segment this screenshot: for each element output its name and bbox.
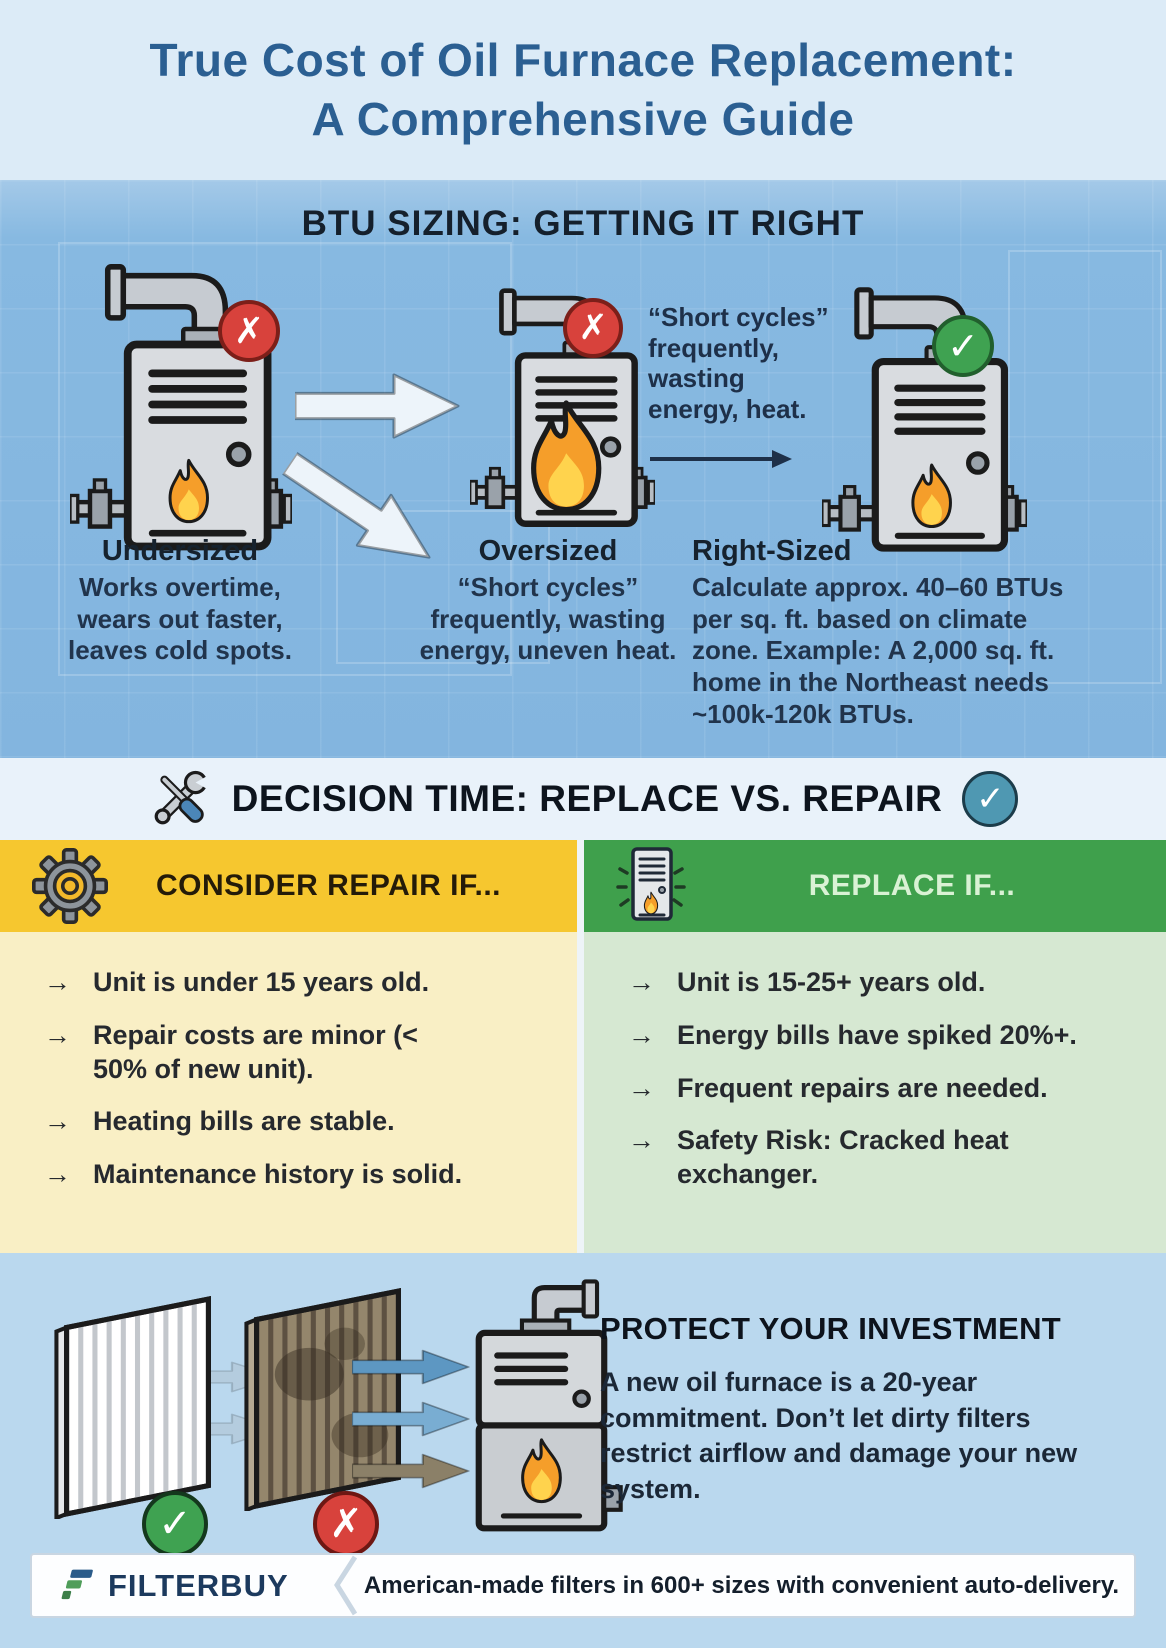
brand-logo: FILTERBUY: [32, 1564, 333, 1608]
list-item-text: Unit is 15-25+ years old.: [677, 967, 986, 997]
x-badge-icon: ✗: [563, 298, 623, 358]
right-arrow-icon: [295, 372, 460, 440]
clean-filter-illustration: [54, 1296, 211, 1519]
protect-body-text: A new oil furnace is a 20-year commitmen…: [600, 1367, 1078, 1504]
protect-furnace-illustration: [475, 1279, 623, 1532]
footer-banner: FILTERBUY American-made filters in 600+ …: [30, 1553, 1136, 1618]
x-icon: ✗: [578, 308, 608, 348]
blueprint-box-decoration: [336, 510, 550, 664]
page-title-line2: A Comprehensive Guide: [311, 93, 855, 145]
repair-heading: CONSIDER REPAIR IF...: [156, 869, 501, 902]
list-item-text: Maintenance history is solid.: [93, 1159, 463, 1189]
teal-check-badge-icon: ✓: [962, 771, 1019, 827]
page-title: True Cost of Oil Furnace Replacement: A …: [149, 31, 1016, 149]
repair-column: CONSIDER REPAIR IF... → Unit is under 15…: [0, 840, 577, 1253]
brand-name: FILTERBUY: [108, 1567, 289, 1603]
list-item-text: Repair costs are minor (< 50% of new uni…: [93, 1019, 418, 1084]
protect-heading: PROTECT YOUR INVESTMENT: [600, 1311, 1062, 1346]
rightsized-label-block: Right-Sized Calculate approx. 40–60 BTUs…: [692, 535, 1092, 731]
arrow-bullet-icon: →: [628, 967, 655, 997]
blueprint-box-decoration: [58, 242, 512, 676]
decision-heading: DECISION TIME: REPLACE VS. REPAIR: [231, 778, 943, 819]
check-badge-icon: ✓: [932, 315, 994, 377]
arrow-bullet-icon: →: [44, 1106, 71, 1137]
oversized-label-block: Oversized “Short cycles” frequently, was…: [408, 535, 688, 667]
protect-section: ✓ ✗ PROTECT YOUR INVESTMENT A new oil fu…: [0, 1253, 1166, 1648]
undersized-label-block: Undersized Works overtime, wears out fas…: [30, 535, 330, 667]
repair-column-header: CONSIDER REPAIR IF...: [0, 840, 577, 932]
rightsized-label: Right-Sized: [692, 535, 852, 567]
check-badge-icon: ✓: [142, 1491, 208, 1557]
list-item: → Energy bills have spiked 20%+.: [628, 1019, 1140, 1053]
decision-section: DECISION TIME: REPLACE VS. REPAIR ✓: [0, 758, 1166, 840]
rightsized-furnace-illustration: [822, 272, 1027, 572]
list-item-text: Energy bills have spiked 20%+.: [677, 1019, 1077, 1050]
tools-icon: [154, 770, 212, 825]
btu-section-heading: BTU SIZING: GETTING IT RIGHT: [301, 204, 865, 243]
replace-column: REPLACE IF... → Unit is 15-25+ years old…: [584, 840, 1166, 1253]
x-badge-icon: ✗: [218, 300, 280, 362]
list-item: → Unit is 15-25+ years old.: [628, 966, 1140, 1000]
footer-tagline: American-made filters in 600+ sizes with…: [363, 1571, 1120, 1599]
replace-column-header: REPLACE IF...: [584, 840, 1166, 932]
arrow-bullet-icon: →: [44, 1019, 71, 1050]
check-icon: ✓: [158, 1501, 192, 1547]
furnace-alert-icon: [616, 847, 686, 921]
banner-chevron-divider: [334, 1555, 358, 1616]
oversized-furnace-illustration: [470, 262, 655, 558]
list-item: → Safety Risk: Cracked heat exchanger.: [628, 1124, 1140, 1192]
blueprint-box-decoration: [1008, 250, 1162, 684]
undersized-description: Works overtime, wears out faster, leaves…: [68, 572, 292, 666]
x-icon: ✗: [329, 1501, 363, 1547]
x-icon: ✗: [233, 310, 265, 352]
rightsized-description: Calculate approx. 40–60 BTUs per sq. ft.…: [692, 572, 1064, 729]
oversized-description: “Short cycles” frequently, wasting energ…: [419, 572, 677, 666]
short-cycles-callout: “Short cycles” frequently, wasting energ…: [648, 302, 829, 425]
list-item-text: Unit is under 15 years old.: [93, 967, 430, 997]
x-badge-icon: ✗: [313, 1491, 379, 1557]
thin-right-arrow-icon: [650, 450, 792, 468]
arrow-bullet-icon: →: [628, 1019, 655, 1050]
list-item: → Maintenance history is solid.: [44, 1158, 551, 1192]
list-item: → Frequent repairs are needed.: [628, 1072, 1140, 1106]
list-item-text: Heating bills are stable.: [93, 1106, 395, 1137]
repair-list: → Unit is under 15 years old. → Repair c…: [0, 932, 577, 1253]
page-title-line1: True Cost of Oil Furnace Replacement:: [149, 34, 1017, 87]
btu-sizing-section: BTU SIZING: GETTING IT RIGHT ✗ ✗ “Short …: [0, 180, 1166, 758]
arrow-bullet-icon: →: [628, 1072, 655, 1103]
list-item: → Repair costs are minor (< 50% of new u…: [44, 1019, 551, 1087]
check-icon: ✓: [976, 779, 1005, 819]
list-item-text: Frequent repairs are needed.: [677, 1072, 1048, 1103]
column-divider: [577, 840, 584, 1253]
check-icon: ✓: [947, 324, 979, 368]
filterbuy-logo-icon: [61, 1569, 93, 1599]
header-section: True Cost of Oil Furnace Replacement: A …: [0, 0, 1166, 180]
replace-heading: REPLACE IF...: [808, 869, 1016, 902]
gear-icon: [32, 848, 108, 924]
list-item-text: Safety Risk: Cracked heat exchanger.: [677, 1125, 1009, 1189]
replace-list: → Unit is 15-25+ years old. → Energy bil…: [584, 932, 1166, 1253]
undersized-label: Undersized: [101, 535, 259, 567]
arrow-bullet-icon: →: [628, 1125, 655, 1156]
oversized-label: Oversized: [478, 535, 618, 567]
arrow-bullet-icon: →: [44, 1159, 71, 1189]
arrow-bullet-icon: →: [44, 967, 71, 997]
list-item: → Heating bills are stable.: [44, 1105, 551, 1139]
list-item: → Unit is under 15 years old.: [44, 966, 551, 1000]
